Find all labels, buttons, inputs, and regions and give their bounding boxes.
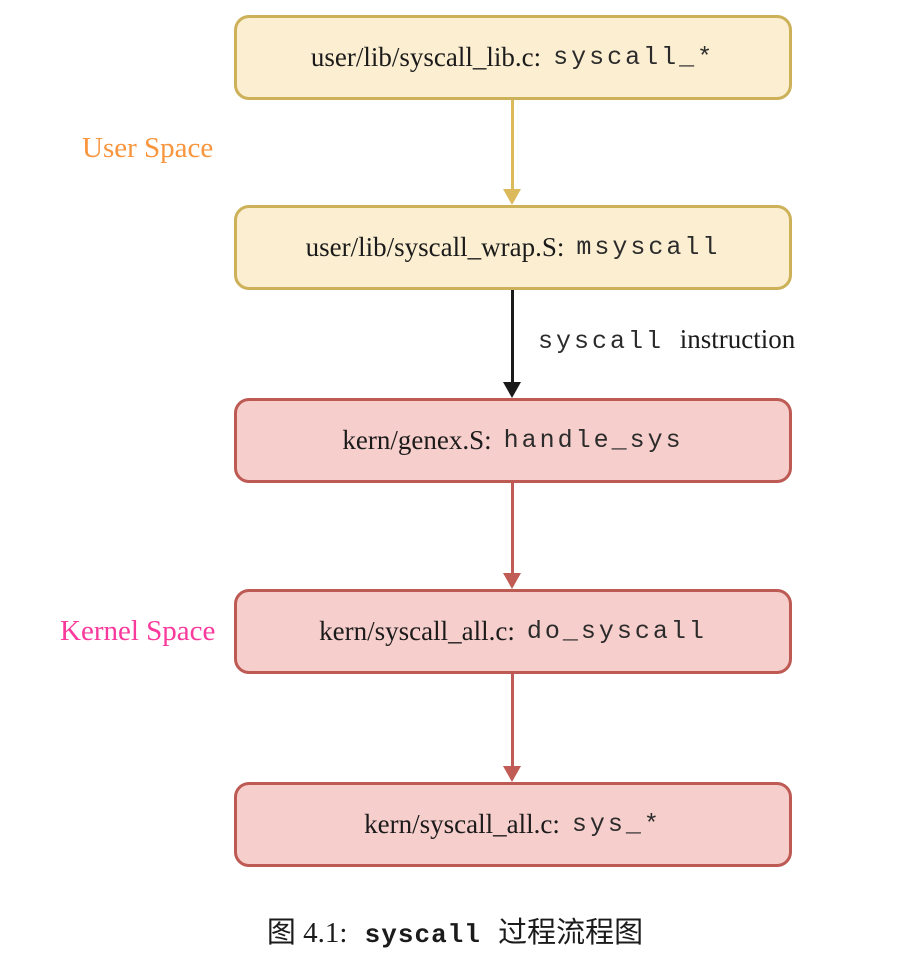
- user-space-label: User Space: [82, 132, 214, 164]
- node-sys-star: kern/syscall_all.c: sys_*: [234, 782, 792, 867]
- flow-arrow-user-1: [503, 100, 521, 205]
- node-file-label: user/lib/syscall_wrap.S:: [305, 232, 565, 262]
- node-file-label: kern/syscall_all.c:: [364, 809, 560, 839]
- edge-label-code: syscall: [538, 327, 665, 356]
- node-symbol-label: do_syscall: [526, 617, 707, 646]
- node-handle-sys: kern/genex.S: handle_sys: [234, 398, 792, 483]
- node-msyscall: user/lib/syscall_wrap.S: msyscall: [234, 205, 792, 290]
- flow-arrow-kernel-2: [503, 674, 521, 782]
- node-symbol-label: msyscall: [576, 233, 721, 262]
- figure-caption-code: syscall: [364, 920, 481, 950]
- arrow-head-icon: [503, 189, 521, 205]
- figure-caption: 图 4.1: syscall 过程流程图: [0, 909, 910, 951]
- arrow-head-icon: [503, 382, 521, 398]
- kernel-space-label: Kernel Space: [60, 615, 216, 647]
- node-symbol-label: syscall_*: [553, 43, 716, 72]
- arrow-head-icon: [503, 573, 521, 589]
- node-symbol-label: sys_*: [571, 810, 662, 839]
- node-symbol-label: handle_sys: [503, 426, 684, 455]
- arrow-line: [510, 100, 514, 192]
- arrow-line: [510, 290, 514, 385]
- edge-label-text: instruction: [679, 324, 796, 354]
- arrow-line: [510, 483, 514, 576]
- figure-caption-number: 图 4.1:: [266, 917, 348, 949]
- node-syscall-lib: user/lib/syscall_lib.c: syscall_*: [234, 15, 792, 100]
- figure-caption-text: 过程流程图: [498, 917, 644, 949]
- node-file-label: kern/genex.S:: [342, 425, 492, 455]
- node-file-label: user/lib/syscall_lib.c:: [310, 42, 542, 72]
- flow-arrow-syscall-instruction: [503, 290, 521, 398]
- node-file-label: kern/syscall_all.c:: [319, 616, 515, 646]
- arrow-head-icon: [503, 766, 521, 782]
- edge-label-syscall-instruction: syscall instruction: [538, 324, 795, 356]
- flow-arrow-kernel-1: [503, 483, 521, 589]
- node-do-syscall: kern/syscall_all.c: do_syscall: [234, 589, 792, 674]
- arrow-line: [510, 674, 514, 769]
